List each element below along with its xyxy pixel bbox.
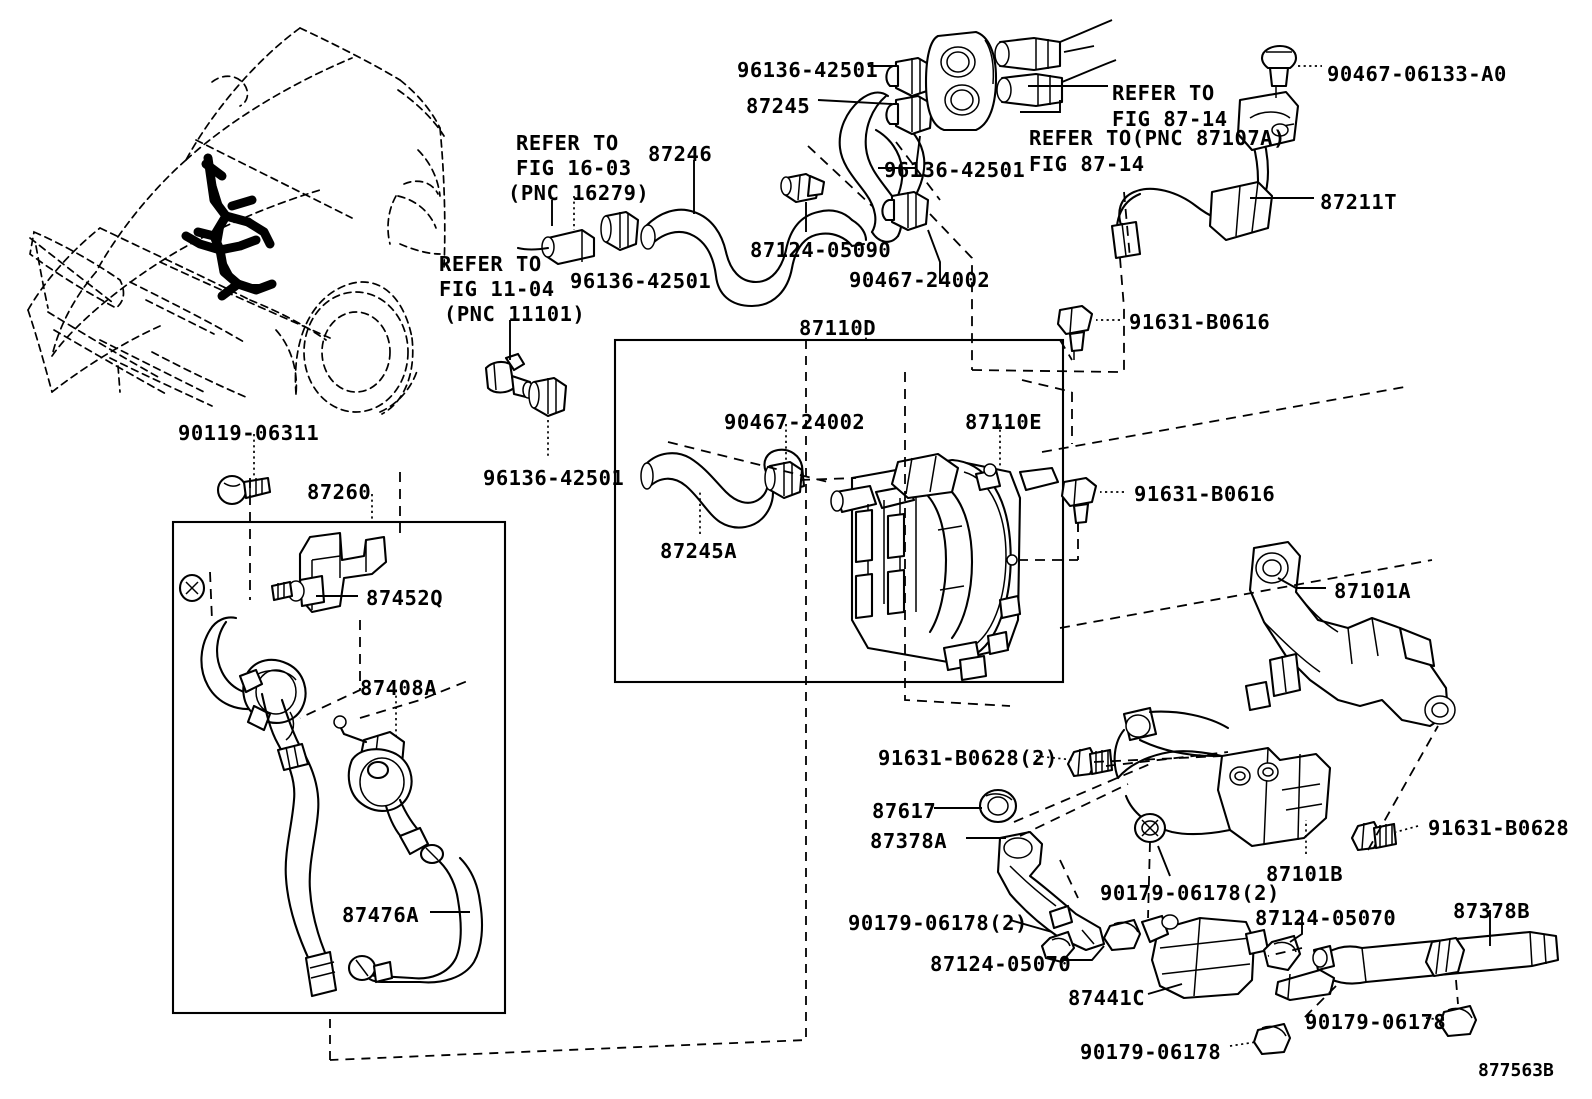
label-87110D: 87110D	[799, 316, 877, 340]
label-96136-42501-mid2: 96136-42501	[483, 466, 625, 490]
grommet-90179-06178-d	[1102, 918, 1142, 952]
part-87110E-heater-unit	[830, 452, 1060, 682]
part-87378B-pipe	[1274, 930, 1560, 1002]
label-87378A: 87378A	[870, 829, 948, 853]
label-91631-B0628-2: 91631-B0628(2)	[878, 746, 1058, 770]
part-87441C-duct	[1140, 914, 1270, 1000]
label-fig-87-14-b: FIG 87-14	[1029, 152, 1145, 176]
label-87124-05070-right: 87124-05070	[1255, 906, 1397, 930]
grommet-90179-06178-a	[1133, 812, 1167, 844]
grommet-87107A	[924, 30, 998, 132]
part-87101A-bracket	[1244, 540, 1456, 728]
label-fig-87-14-a: FIG 87-14	[1112, 107, 1228, 131]
label-90179-06178-2-a: 90179-06178(2)	[1100, 881, 1280, 905]
part-87211T-hose	[1110, 90, 1300, 260]
label-pnc-11101: (PNC 11101)	[444, 302, 586, 326]
label-96136-42501-top1: 96136-42501	[737, 58, 879, 82]
pipe-stub-upper	[994, 36, 1062, 72]
part-87378A-pipe	[996, 830, 1106, 952]
label-90467-24002-top: 90467-24002	[849, 268, 991, 292]
label-refer-to-fig11-04: REFER TO	[439, 252, 542, 276]
label-fig-11-04: FIG 11-04	[439, 277, 555, 301]
vehicle-outline	[27, 27, 446, 415]
highlighted-hose-assembly	[181, 153, 277, 301]
label-87617: 87617	[872, 799, 937, 823]
label-96136-42501-mid1: 96136-42501	[570, 269, 712, 293]
label-refer-to-fig16-03: REFER TO	[516, 131, 619, 155]
label-87452Q: 87452Q	[366, 586, 444, 610]
leader-lines	[253, 65, 1491, 1047]
label-90467-06133-A0: 90467-06133-A0	[1327, 62, 1507, 86]
clamp-96136-42501-mid1	[600, 210, 640, 252]
part-87101B-bracket	[1113, 706, 1332, 848]
label-87101B: 87101B	[1266, 862, 1344, 886]
bolt-91631-B0628-left	[1066, 746, 1114, 778]
label-87101A: 87101A	[1334, 579, 1412, 603]
label-90119-06311: 90119-06311	[178, 421, 320, 445]
label-87441C: 87441C	[1068, 986, 1146, 1010]
connector-refer-fig11-04	[484, 352, 534, 400]
assembly-dash-lines	[209, 141, 1459, 1061]
label-fig-16-03: FIG 16-03	[516, 156, 632, 180]
part-87452Q-bracket	[270, 531, 388, 614]
label-87476A: 87476A	[342, 903, 420, 927]
group-box-87110D-frame	[613, 338, 1065, 684]
label-90467-24002-mid: 90467-24002	[724, 410, 866, 434]
part-87617-grommet	[978, 788, 1018, 824]
diagram-id-code: 877563B	[1478, 1060, 1554, 1081]
clip-87124-05070-left	[1040, 930, 1076, 964]
bolt-91631-B0616-upper	[1056, 304, 1094, 360]
label-91631-B0628: 91631-B0628	[1428, 816, 1570, 840]
group-box-87260-frame	[171, 520, 507, 1015]
label-87124-05090: 87124-05090	[750, 238, 892, 262]
label-90179-06178-2-b: 90179-06178(2)	[848, 911, 1028, 935]
label-refer-to-pnc-87107A: REFER TO(PNC 87107A)	[1029, 126, 1286, 150]
label-87246: 87246	[648, 142, 713, 166]
clamp-96136-42501-top2	[885, 94, 934, 136]
label-90179-06178-c: 90179-06178	[1305, 1010, 1447, 1034]
clamp-96136-42501-mid2	[528, 376, 568, 418]
label-91631-B0616-lower: 91631-B0616	[1134, 482, 1276, 506]
pipe-stub-lower	[996, 72, 1064, 108]
screw-90119-06311	[216, 474, 272, 506]
label-87260: 87260	[307, 480, 372, 504]
label-87378B: 87378B	[1453, 899, 1531, 923]
bolt-91631-B0628-right	[1350, 820, 1398, 852]
label-87211T: 87211T	[1320, 190, 1398, 214]
label-pnc-16279: (PNC 16279)	[508, 181, 650, 205]
pipe-refer-fig16-03	[516, 228, 596, 266]
grommet-90179-06178-c	[1438, 1004, 1478, 1038]
label-90179-06178-d: 90179-06178	[1080, 1040, 1222, 1064]
clip-90467-06133-A0	[1260, 44, 1298, 98]
part-87245A-hose	[640, 448, 806, 529]
label-96136-42501-top2: 96136-42501	[884, 158, 1026, 182]
clamp-90467-24002-mid	[764, 460, 804, 500]
bolt-91631-B0616-lower	[1060, 476, 1098, 532]
label-87245A: 87245A	[660, 539, 738, 563]
clip-87124-05090	[780, 172, 826, 204]
label-87110E: 87110E	[965, 410, 1043, 434]
label-91631-B0616-upper: 91631-B0616	[1129, 310, 1271, 334]
label-refer-to-fig87-14-a: REFER TO	[1112, 81, 1215, 105]
assembly-87260-content	[178, 573, 484, 998]
label-87124-05070-left: 87124-05070	[930, 952, 1072, 976]
label-87408A: 87408A	[360, 676, 438, 700]
grommet-90179-06178-b	[1252, 1022, 1292, 1056]
label-87245: 87245	[746, 94, 811, 118]
clamp-90467-24002-top	[881, 190, 930, 232]
